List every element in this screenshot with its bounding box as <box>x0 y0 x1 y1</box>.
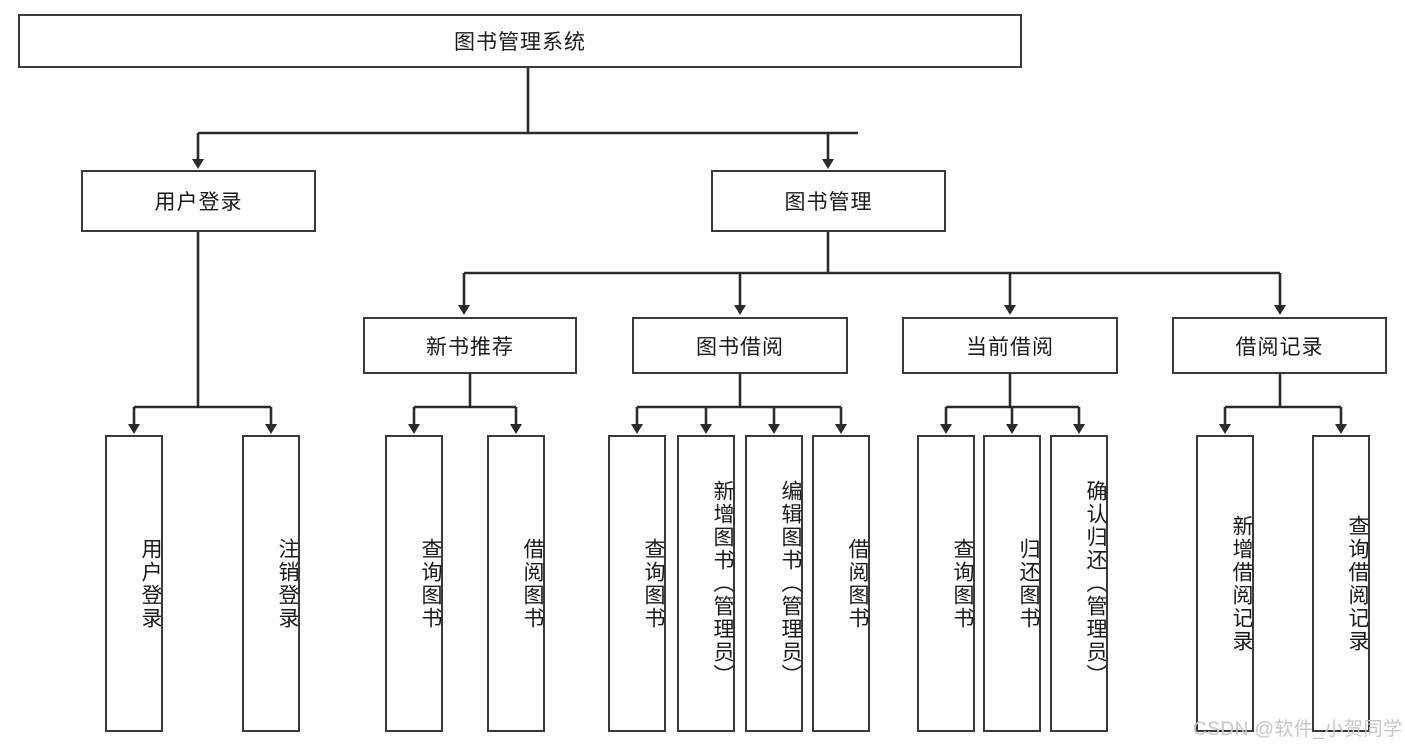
leaf-book-borrow-3[interactable]: 编辑图书（管理员） <box>745 435 803 732</box>
leaf-book-borrow-1[interactable]: 查询图书 <box>608 435 666 732</box>
leaf-borrow-record-1[interactable]: 新增借阅记录 <box>1196 435 1254 732</box>
leaf-current-borrow-1[interactable]: 查询图书 <box>917 435 975 732</box>
leaf-book-borrow-4-label: 借阅图书 <box>846 537 869 630</box>
leaf-new-book-1-label: 查询图书 <box>419 537 442 630</box>
leaf-book-borrow-1-label: 查询图书 <box>642 537 665 630</box>
leaf-current-borrow-1-label: 查询图书 <box>951 537 974 630</box>
leaf-user-login-1[interactable]: 用户登录 <box>105 435 163 732</box>
leaf-user-login-1-label: 用户登录 <box>139 537 162 630</box>
node-root-label: 图书管理系统 <box>454 31 586 54</box>
node-book-borrow[interactable]: 图书借阅 <box>632 317 848 374</box>
leaf-borrow-record-2-label: 查询借阅记录 <box>1346 514 1369 653</box>
leaf-borrow-record-1-label: 新增借阅记录 <box>1230 514 1253 653</box>
leaf-user-login-2[interactable]: 注销登录 <box>242 435 300 732</box>
leaf-current-borrow-3-label: 确认归还（管理员） <box>1084 480 1107 687</box>
leaf-user-login-2-label: 注销登录 <box>276 537 299 630</box>
node-current-borrow-label: 当前借阅 <box>966 335 1054 359</box>
node-new-book-recommend-label: 新书推荐 <box>426 335 514 359</box>
leaf-new-book-2[interactable]: 借阅图书 <box>487 435 545 732</box>
node-book-manage-label: 图书管理 <box>784 191 873 214</box>
leaf-current-borrow-2[interactable]: 归还图书 <box>983 435 1041 732</box>
node-root[interactable]: 图书管理系统 <box>18 14 1022 68</box>
leaf-current-borrow-2-label: 归还图书 <box>1017 537 1040 630</box>
node-borrow-record-label: 借阅记录 <box>1235 335 1324 359</box>
node-borrow-record[interactable]: 借阅记录 <box>1172 317 1387 374</box>
node-user-login[interactable]: 用户登录 <box>81 170 316 232</box>
leaf-book-borrow-3-label: 编辑图书（管理员） <box>779 480 802 687</box>
leaf-borrow-record-2[interactable]: 查询借阅记录 <box>1312 435 1370 732</box>
leaf-book-borrow-2[interactable]: 新增图书（管理员） <box>677 435 735 732</box>
node-current-borrow[interactable]: 当前借阅 <box>902 317 1118 374</box>
node-book-manage[interactable]: 图书管理 <box>711 170 946 232</box>
leaf-current-borrow-3[interactable]: 确认归还（管理员） <box>1050 435 1108 732</box>
node-user-login-label: 用户登录 <box>154 191 243 214</box>
leaf-new-book-1[interactable]: 查询图书 <box>385 435 443 732</box>
leaf-book-borrow-4[interactable]: 借阅图书 <box>812 435 870 732</box>
leaf-book-borrow-2-label: 新增图书（管理员） <box>711 480 734 687</box>
leaf-new-book-2-label: 借阅图书 <box>521 537 544 630</box>
node-book-borrow-label: 图书借阅 <box>696 335 784 359</box>
node-new-book-recommend[interactable]: 新书推荐 <box>363 317 577 374</box>
watermark: CSDN @软件_小贺同学 <box>1193 719 1403 740</box>
